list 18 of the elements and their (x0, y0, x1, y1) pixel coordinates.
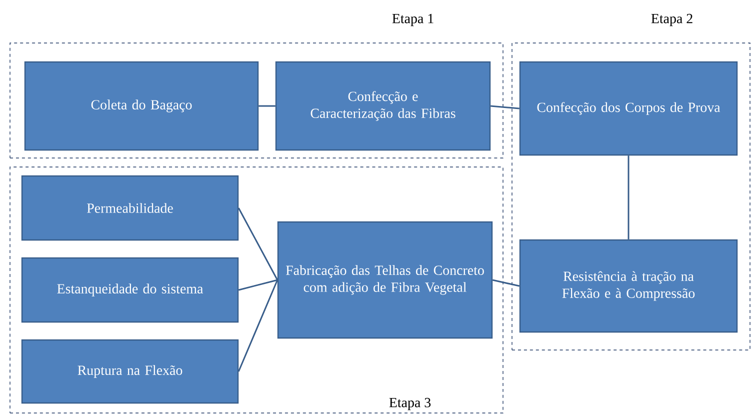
process-box: Ruptura na Flexão (21, 339, 239, 404)
process-box: Confecção dos Corpos de Prova (519, 61, 738, 156)
connector-line (492, 279, 520, 287)
process-box: Coleta do Bagaço (24, 61, 259, 151)
stage-label: Etapa 1 (390, 12, 436, 28)
process-box: Estanqueidade do sistema (21, 257, 239, 323)
stage-label: Etapa 2 (650, 12, 694, 28)
connector-line (628, 156, 630, 240)
connector-line (238, 208, 278, 280)
connector-line (238, 279, 278, 291)
connector-line (490, 105, 520, 110)
process-box: Fabricação das Telhas de Concreto com adição de Fibra Vegetal (277, 221, 493, 339)
connector-line (258, 105, 276, 107)
connector-line (238, 280, 278, 372)
process-box: Confecção e Caracterização das Fibras (275, 61, 491, 151)
process-box: Resistência à tração na Flexão e à Compressão (519, 239, 738, 333)
stage-label: Etapa 3 (388, 396, 432, 412)
process-box: Permeabilidade (21, 175, 239, 241)
